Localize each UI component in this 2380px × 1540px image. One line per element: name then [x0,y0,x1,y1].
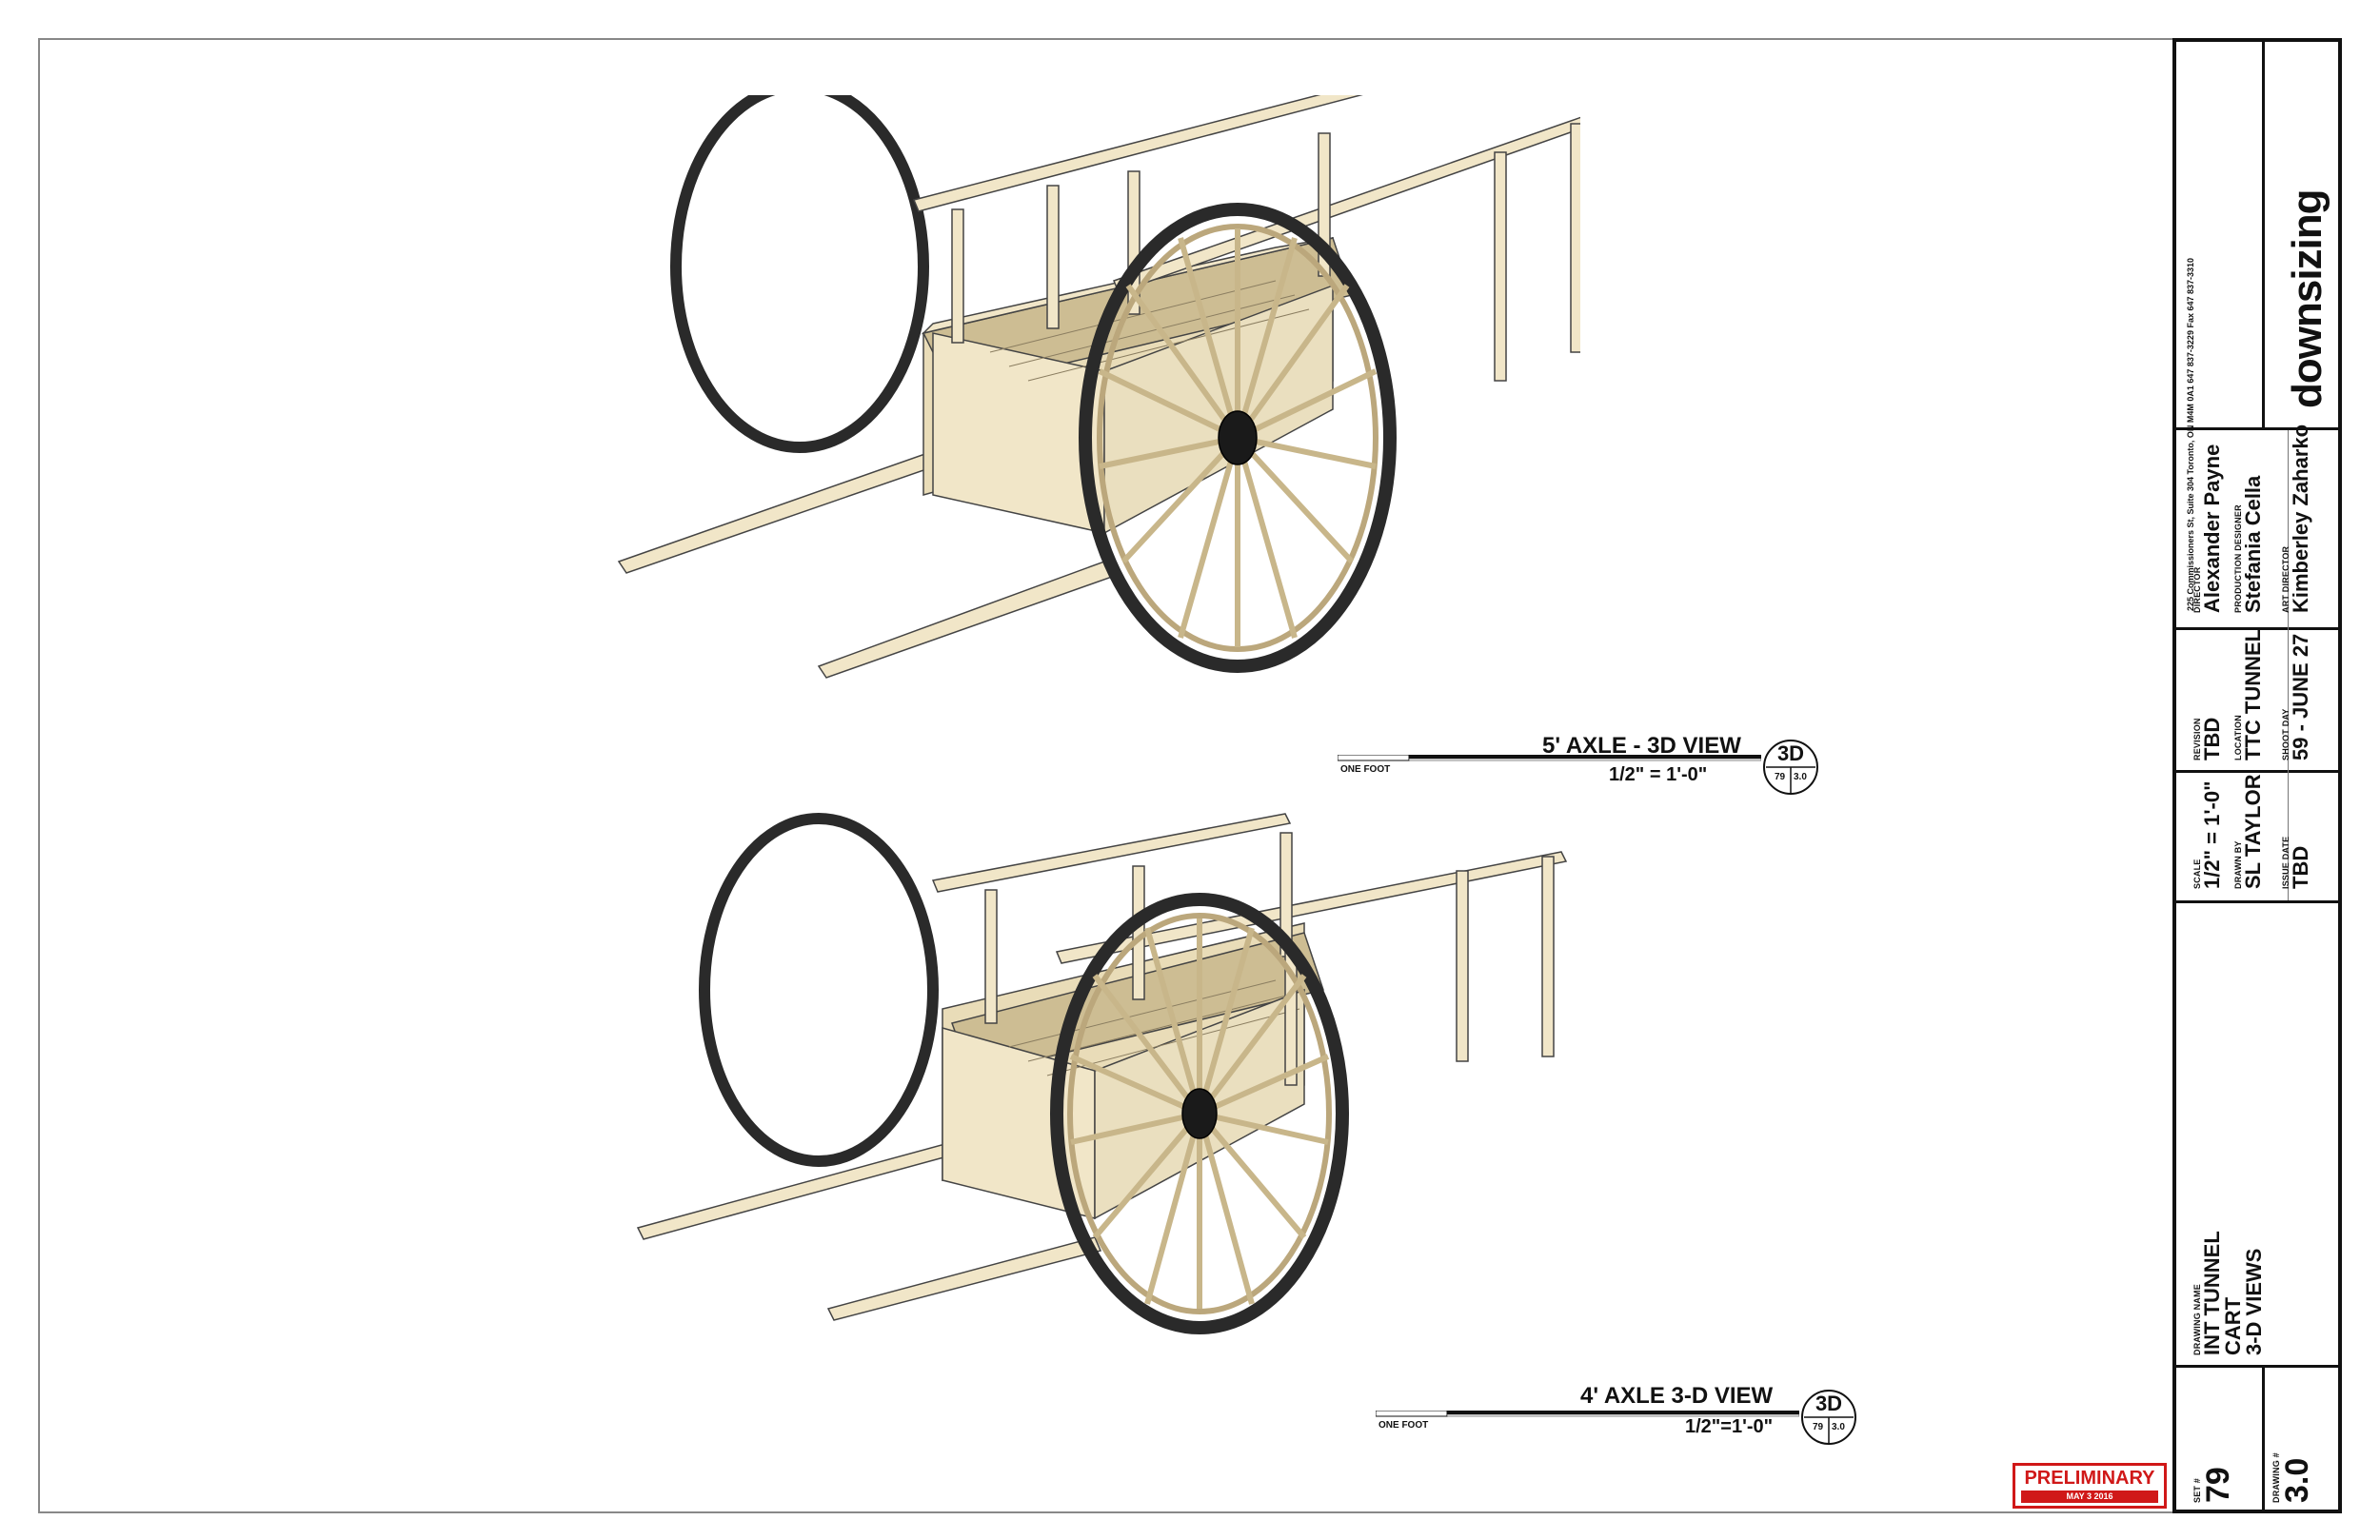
view-scale-4ft: 1/2"=1'-0" [1685,1416,1774,1437]
set-number-field: SET # 79 [2192,1467,2236,1503]
divider [2262,1365,2265,1510]
bubble-top-text: 3D [1815,1392,1843,1415]
scale-bar-label-4ft: ONE FOOT [1378,1420,1429,1431]
revision-field: REVISION TBD [2192,717,2224,760]
credit-art-director: ART DIRECTOR Kimberley Zaharko [2281,424,2312,613]
divider [2176,427,2338,430]
credit-production-designer: PRODUCTION DESIGNER Stefania Cella [2233,475,2265,613]
view-scale-5ft: 1/2" = 1'-0" [1609,764,1708,785]
divider [2176,1365,2338,1368]
view-title-5ft: 5' AXLE - 3D VIEW [1542,733,1741,759]
drawing-number-field: DRAWING # 3.0 [2271,1452,2315,1503]
preliminary-label: PRELIMINARY [2024,1468,2155,1489]
bubble-set-text: 79 [1813,1422,1824,1432]
preliminary-stamp: PRELIMINARY MAY 3 2016 [2013,1463,2167,1509]
drawing-name-field: DRAWING NAME INT TUNNEL CART 3-D VIEWS [2192,1231,2266,1355]
cart-4ft-axle-drawing [636,813,1568,1334]
divider [2176,627,2338,630]
bubble-top-text: 3D [1776,741,1805,765]
title-block: 225 Commissioners St, Suite 304 Toronto,… [2172,38,2342,1513]
location-field: LOCATION TTC TUNNEL [2233,628,2265,760]
credit-director: DIRECTOR Alexander Payne [2192,444,2224,613]
bubble-circle-icon [1801,1390,1856,1445]
preliminary-date: MAY 3 2016 [2021,1491,2158,1503]
company-logo: downsizing [2284,189,2330,408]
issue-date-field: ISSUE DATE TBD [2281,836,2312,889]
shoot-day-field: SHOOT DAY 59 - JUNE 27 [2281,633,2312,760]
divider [2176,770,2338,773]
bubble-circle-icon [1763,740,1818,795]
view-bubble-4ft: 3D 79 3.0 [1799,1388,1858,1447]
drawn-by-field: DRAWN BY SL TAYLOR [2233,774,2265,889]
bubble-drawing-text: 3.0 [1794,772,1807,782]
scale-bar-4ft [1376,1411,1799,1417]
scale-field: SCALE 1/2" = 1'-0" [2192,780,2224,889]
divider [2176,900,2338,903]
bubble-set-text: 79 [1775,772,1786,782]
cart-5ft-axle-drawing [617,95,1580,679]
divider [2262,42,2265,427]
scale-bar-5ft [1338,755,1761,761]
bubble-drawing-text: 3.0 [1832,1422,1845,1432]
scale-bar-label-5ft: ONE FOOT [1340,764,1391,775]
view-title-4ft: 4' AXLE 3-D VIEW [1580,1383,1774,1409]
divider [2288,430,2289,900]
view-bubble-5ft: 3D 79 3.0 [1761,738,1820,797]
